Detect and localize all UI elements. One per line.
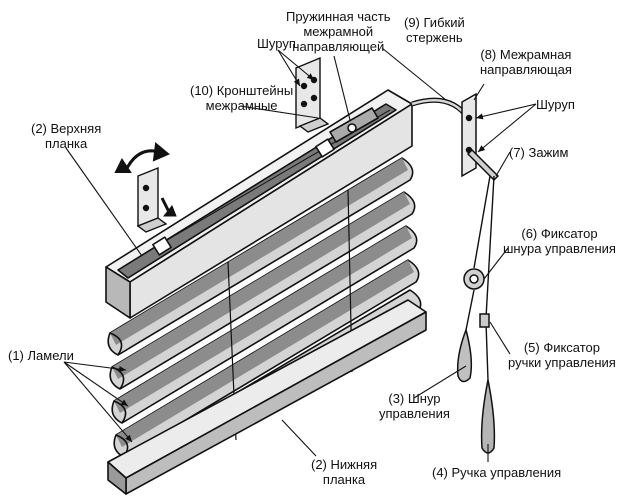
- control-wand: [480, 379, 496, 454]
- bottom-rail-line-2: планка: [322, 472, 366, 487]
- top-rail: [105, 89, 413, 319]
- cord-label: (3) Шнур управления: [379, 391, 450, 421]
- flex-rod-line-2: стержень: [406, 30, 463, 45]
- spring-part-line-1: Пружинная часть: [286, 9, 391, 24]
- brackets-line-1: (10) Кронштейны: [190, 83, 294, 98]
- screw-right-label: Шуруп: [536, 97, 575, 112]
- handle-lock-line-1: (5) Фиксатор: [523, 340, 601, 355]
- slats-label: (1) Ламели: [8, 348, 74, 363]
- cord-tassel: [456, 327, 473, 383]
- slat: [114, 226, 412, 413]
- bracket-left: [137, 166, 159, 228]
- flex-rod-label: (9) Гибкий стержень: [404, 15, 465, 45]
- bottom-rail-line-1: (2) Нижняя: [311, 457, 378, 472]
- brackets-label: (10) Кронштейны межрамные: [190, 83, 293, 113]
- top-rail-line-2: планка: [45, 136, 88, 151]
- handle-lock-line-2: ручки управления: [508, 355, 616, 370]
- cord-line-2: управления: [379, 406, 450, 421]
- cord-line-1: (3) Шнур: [388, 391, 441, 406]
- handle-lock: [479, 313, 490, 328]
- cord-lock: [463, 268, 485, 290]
- cord-lock-line-2: шнура управления: [503, 241, 616, 256]
- bottom-rail-label: (2) Нижняя планка: [311, 457, 377, 487]
- screw-top-label: Шуруп: [257, 36, 296, 51]
- guide-line-1: (8) Межрамная: [480, 47, 572, 62]
- top-brackets: [136, 56, 330, 233]
- flex-rod-line-1: (9) Гибкий: [404, 15, 465, 30]
- top-rail-line-1: (2) Верхняя: [31, 121, 102, 136]
- handle-label: (4) Ручка управления: [432, 465, 562, 480]
- cord-lock-label: (6) Фиксатор шнура управления: [503, 226, 616, 256]
- slat: [110, 158, 408, 345]
- flex-rod: [411, 97, 471, 120]
- guide-label: (8) Межрамная направляющая: [480, 47, 572, 77]
- cord-lock-line-1: (6) Фиксатор: [521, 226, 598, 241]
- right-guide-bracket: [461, 92, 500, 182]
- spring-part-line-2: межрамной: [303, 24, 374, 39]
- leader-lines: [63, 47, 537, 462]
- slat: [112, 192, 410, 379]
- brackets-line-2: межрамные: [205, 98, 278, 113]
- spring-part-label: Пружинная часть межрамной направляющей: [286, 9, 391, 54]
- clamp-label: (7) Зажим: [509, 145, 569, 160]
- spring-part-line-3: направляющей: [292, 39, 385, 54]
- down-arrow-icon: [160, 197, 177, 217]
- guide-line-2: направляющая: [480, 62, 572, 77]
- control-cord: [465, 175, 495, 381]
- handle-lock-label: (5) Фиксатор ручки управления: [508, 340, 616, 370]
- top-rail-label: (2) Верхняя планка: [31, 121, 101, 151]
- curved-arrow-icon: [114, 142, 170, 173]
- slat: [116, 260, 414, 447]
- bottom-rail: [107, 299, 427, 495]
